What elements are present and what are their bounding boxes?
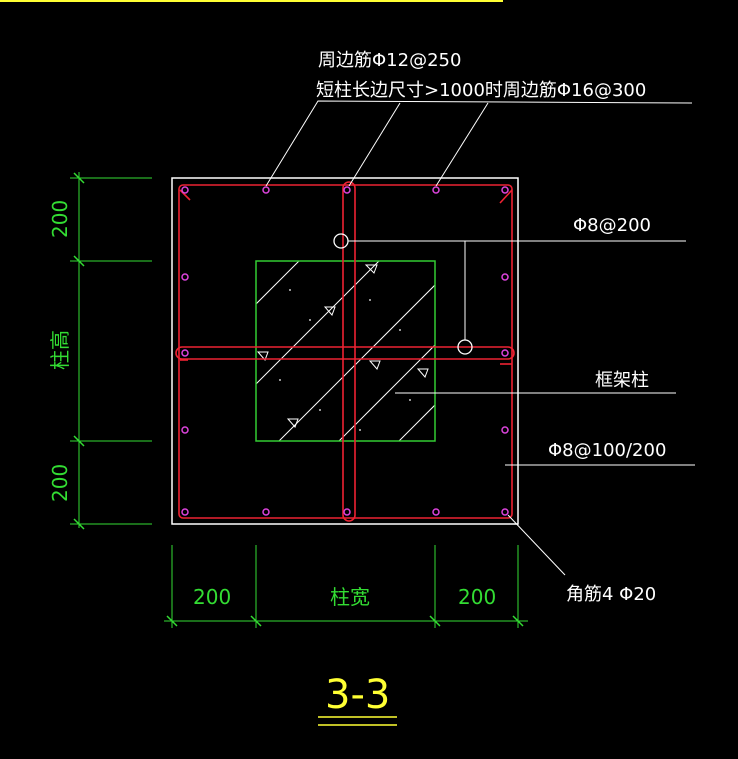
dim-column-height-label: 柱高 <box>48 330 72 370</box>
perimeter-bar-label: 周边筋Φ12@250 <box>318 50 461 71</box>
dim-column-width-label: 柱宽 <box>330 585 370 609</box>
rebar-dots <box>181 186 509 516</box>
frame-column-triangles <box>256 264 429 428</box>
dim-right-label: 200 <box>458 585 496 609</box>
frame-column-label: 框架柱 <box>595 370 649 391</box>
column-outline <box>171 177 519 525</box>
dimension-lines <box>70 172 528 628</box>
short-column-note-label: 短柱长边尺寸>1000时周边筋Φ16@300 <box>316 80 646 101</box>
stirrups <box>175 181 515 522</box>
frame-column-hatch <box>256 261 435 441</box>
dim-bottom-label: 200 <box>48 464 72 502</box>
tie-bar-label: Φ8@200 <box>573 215 651 236</box>
leader-lines <box>265 100 695 576</box>
section-title: 3-3 <box>325 672 390 718</box>
dimension-ticks <box>73 172 524 627</box>
stirrup-label: Φ8@100/200 <box>548 440 666 461</box>
dim-top-label: 200 <box>48 200 72 238</box>
corner-bar-label: 角筋4 Φ20 <box>566 584 656 605</box>
dim-left-label: 200 <box>193 585 231 609</box>
frame-column-hatch-dots <box>279 289 411 431</box>
frame-column-outline <box>255 260 436 442</box>
